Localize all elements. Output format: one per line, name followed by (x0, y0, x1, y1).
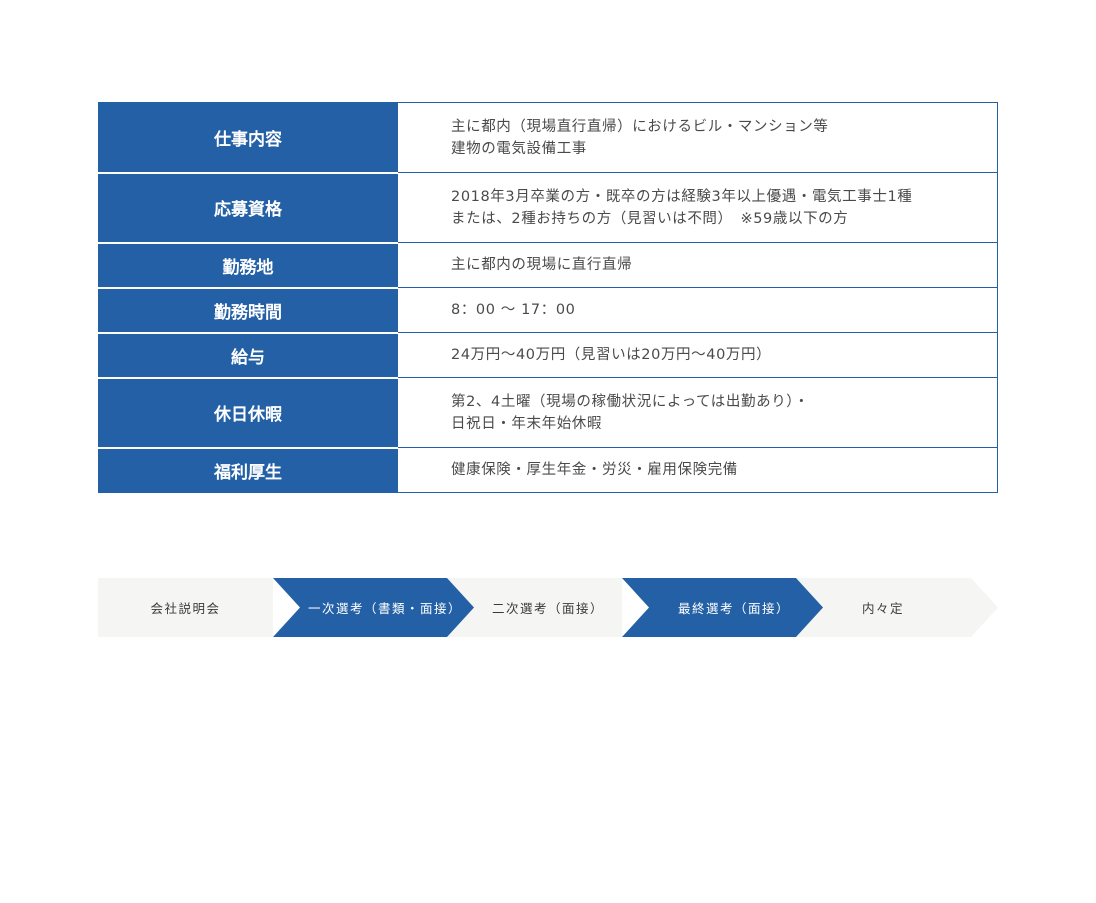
row-value-line: 主に都内の現場に直行直帰 (451, 257, 633, 273)
step-company-briefing: 会社説明会 (150, 601, 221, 616)
row-label-benefits: 福利厚生 (98, 447, 398, 493)
job-details-table: 仕事内容 主に都内（現場直行直帰）におけるビル・マンション等 建物の電気設備工事… (98, 102, 998, 493)
row-value-line: または、2種お持ちの方（見習いは不問） ※59歳以下の方 (451, 210, 849, 227)
row-value-line: 第2、4土曜（現場の稼働状況によっては出勤あり）・ (451, 393, 810, 410)
step-final-selection: 最終選考（面接） (677, 601, 790, 616)
row-value-work-hours: 8：00 〜 17：00 (397, 287, 998, 333)
row-value-job-description: 主に都内（現場直行直帰）におけるビル・マンション等 建物の電気設備工事 (397, 102, 998, 173)
selection-flow-arrows (98, 578, 998, 637)
row-label-job-description: 仕事内容 (98, 102, 398, 174)
table-row: 給与 24万円〜40万円（見習いは20万円〜40万円） (98, 332, 998, 379)
table-row: 勤務時間 8：00 〜 17：00 (98, 287, 998, 334)
row-label-holidays: 休日休暇 (98, 377, 398, 449)
row-value-line: 建物の電気設備工事 (451, 140, 587, 157)
row-value-holidays: 第2、4土曜（現場の稼働状況によっては出勤あり）・ 日祝日・年末年始休暇 (397, 377, 998, 448)
table-row: 休日休暇 第2、4土曜（現場の稼働状況によっては出勤あり）・ 日祝日・年末年始休… (98, 377, 998, 449)
step-shape-company-briefing (98, 578, 273, 637)
table-row: 勤務地 主に都内の現場に直行直帰 (98, 242, 998, 289)
row-label-work-location: 勤務地 (98, 242, 398, 289)
row-value-salary: 24万円〜40万円（見習いは20万円〜40万円） (397, 332, 998, 378)
row-value-line: 健康保険・厚生年金・労災・雇用保険完備 (451, 462, 738, 478)
step-shape-final-selection (622, 578, 823, 637)
selection-flow: 会社説明会 一次選考（書類・面接） 二次選考（面接） 最終選考（面接） 内々定 (98, 578, 998, 637)
row-label-salary: 給与 (98, 332, 398, 379)
step-informal-offer: 内々定 (861, 601, 904, 616)
row-value-benefits: 健康保険・厚生年金・労災・雇用保険完備 (397, 447, 998, 493)
row-value-qualifications: 2018年3月卒業の方・既卒の方は経験3年以上優遇・電気工事士1種 または、2種… (397, 172, 998, 243)
step-second-selection: 二次選考（面接） (491, 601, 604, 616)
row-label-work-hours: 勤務時間 (98, 287, 398, 334)
step-shape-first-selection (273, 578, 474, 637)
row-value-line: 主に都内（現場直行直帰）におけるビル・マンション等 (451, 118, 829, 135)
step-shape-final-offer (769, 578, 998, 637)
row-value-line: 日祝日・年末年始休暇 (451, 415, 602, 432)
row-value-line: 8：00 〜 17：00 (451, 302, 576, 318)
row-value-line: 24万円〜40万円（見習いは20万円〜40万円） (451, 347, 772, 363)
row-label-qualifications: 応募資格 (98, 172, 398, 244)
table-row: 応募資格 2018年3月卒業の方・既卒の方は経験3年以上優遇・電気工事士1種 ま… (98, 172, 998, 244)
row-value-work-location: 主に都内の現場に直行直帰 (397, 242, 998, 288)
step-first-selection: 一次選考（書類・面接） (307, 601, 462, 616)
step-shape-second-selection (447, 578, 622, 637)
table-row: 仕事内容 主に都内（現場直行直帰）におけるビル・マンション等 建物の電気設備工事 (98, 102, 998, 174)
row-value-line: 2018年3月卒業の方・既卒の方は経験3年以上優遇・電気工事士1種 (451, 188, 913, 205)
table-row: 福利厚生 健康保険・厚生年金・労災・雇用保険完備 (98, 447, 998, 493)
